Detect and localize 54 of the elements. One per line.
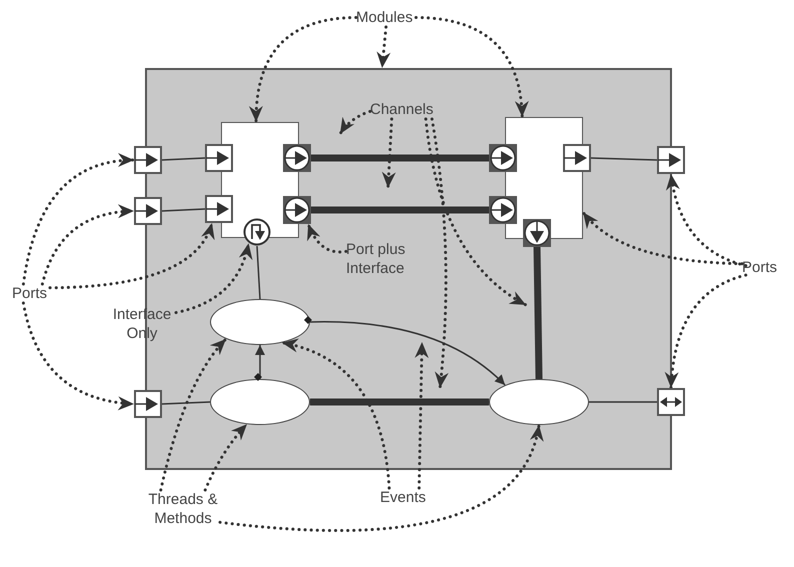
port-interface-icon xyxy=(523,219,551,247)
callout-label: Ports xyxy=(742,258,780,277)
leader-line xyxy=(22,302,136,410)
leader-line xyxy=(22,154,136,286)
port-interface-icon xyxy=(283,196,311,224)
leader-line xyxy=(414,16,528,118)
leader-line xyxy=(414,340,429,490)
port-icon xyxy=(205,195,233,223)
connector-line xyxy=(162,157,206,161)
port-icon xyxy=(657,146,685,174)
callout-label: Events xyxy=(380,488,426,507)
leader-line xyxy=(382,118,396,190)
connector-line xyxy=(162,208,206,212)
callout-label: Modules xyxy=(356,8,416,27)
callout-label: Ports xyxy=(12,284,50,303)
channel-line xyxy=(311,206,489,214)
connector-line xyxy=(310,321,506,386)
leader-line xyxy=(218,424,542,532)
leader-line xyxy=(376,26,391,70)
leader-line xyxy=(204,422,248,492)
leader-line xyxy=(665,274,748,390)
leader-line xyxy=(40,204,136,286)
port-interface-icon xyxy=(489,144,517,172)
port-icon xyxy=(657,388,685,416)
leader-line xyxy=(424,118,528,306)
port-icon xyxy=(205,144,233,172)
connector-line xyxy=(255,345,265,379)
port-icon xyxy=(563,144,591,172)
interface-icon xyxy=(243,218,271,246)
leader-line xyxy=(174,242,252,314)
connector-line xyxy=(162,401,210,405)
connector-line xyxy=(590,157,658,161)
connector-line xyxy=(589,401,657,403)
leader-line xyxy=(338,110,372,136)
leader-line xyxy=(306,222,348,254)
leader-line xyxy=(430,118,449,390)
channel-line xyxy=(534,246,542,380)
callout-label: Threads & Methods xyxy=(146,490,220,528)
callout-label: Port plus Interface xyxy=(346,240,418,278)
channel-line xyxy=(310,398,489,406)
leader-line xyxy=(582,210,744,266)
leader-line xyxy=(666,172,748,268)
leader-line xyxy=(48,222,214,290)
leader-line xyxy=(280,339,391,490)
leader-line xyxy=(159,338,228,492)
port-icon xyxy=(134,146,162,174)
port-interface-icon xyxy=(489,196,517,224)
port-icon xyxy=(134,390,162,418)
port-icon xyxy=(134,197,162,225)
connector-line xyxy=(256,246,261,300)
port-interface-icon xyxy=(283,144,311,172)
channel-line xyxy=(311,154,489,162)
callout-label: Channels xyxy=(370,100,432,119)
leader-line xyxy=(250,16,358,124)
